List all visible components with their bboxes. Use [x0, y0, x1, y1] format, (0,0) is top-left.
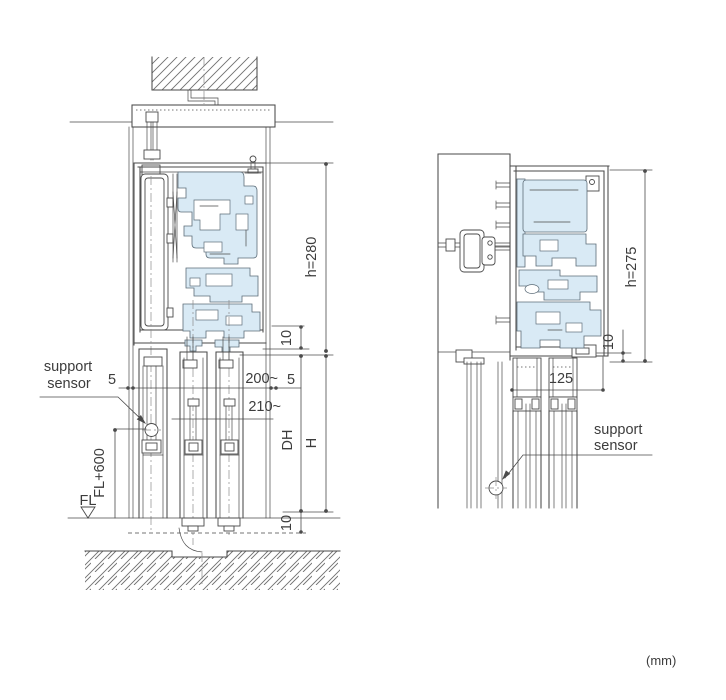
fixed-panel [138, 348, 168, 519]
mullion-connector [459, 229, 511, 273]
floor-hatch [85, 551, 340, 590]
dimensions-right: h=275 10 125 support sensor [485, 169, 653, 499]
dim-10-right-label: 10 [601, 334, 617, 350]
hanger-bolt [141, 111, 161, 176]
wiring-conduit [187, 89, 219, 106]
panel-rail-box-2 [548, 357, 578, 398]
wall-mullion [437, 153, 511, 509]
operator-housing-side [495, 165, 610, 358]
dim-fl600-label: FL+600 [92, 448, 108, 498]
sliding-panel-1 [179, 336, 208, 532]
left-vertical-section: support sensor FL+600 FL 5 200~ 5 210~ [39, 56, 341, 590]
mechanism-profiles [177, 171, 261, 353]
dim-200-label: 200~ [245, 371, 278, 387]
dim-10-top-label: 10 [279, 330, 295, 346]
door-panels-side [512, 357, 578, 509]
dim-h275-label: h=275 [624, 247, 640, 288]
floor-level-triangle [80, 506, 96, 519]
dim-10-bottom-label: 10 [279, 515, 295, 531]
header-box [69, 104, 334, 128]
leader-arrowhead [136, 415, 146, 424]
dim-dh-label: DH [280, 430, 296, 451]
panel-stile-2 [548, 403, 578, 509]
wall-screws [495, 180, 511, 325]
sensor-leader-line [39, 396, 145, 423]
dim-210-label: 210~ [248, 399, 281, 415]
top-screw [244, 155, 262, 174]
dim-5-left-label: 5 [108, 372, 116, 388]
sliding-panel-2 [215, 336, 244, 532]
ceiling-hatch [152, 57, 257, 90]
support-sensor-label-line2: sensor [47, 376, 91, 392]
door-panels [138, 176, 244, 545]
side-jambs [128, 126, 271, 519]
dimensions-left: support sensor FL+600 FL 5 200~ 5 210~ [39, 162, 334, 534]
panel-hanger-2 [548, 396, 578, 412]
dim-h280-label: h=280 [304, 237, 320, 278]
panel-hanger-1 [512, 396, 542, 412]
drive-belt [172, 173, 178, 263]
right-side-section: h=275 10 125 support sensor [437, 153, 653, 509]
ceiling-structure [151, 56, 258, 106]
panel-stile-1 [512, 403, 542, 509]
unit-note: (mm) [646, 653, 676, 668]
support-sensor-label-line1: support [44, 359, 92, 375]
door-operator-housing [133, 162, 267, 353]
sensor-leader-line-right [504, 454, 653, 479]
leader-arrowhead-right [502, 470, 511, 480]
dim-125-label: 125 [549, 371, 573, 387]
support-sensor-right-label-line1: support [594, 422, 642, 438]
support-sensor-right-label-line2: sensor [594, 438, 638, 454]
mechanism-profiles-side [516, 178, 602, 349]
floor-level-label: FL [80, 493, 97, 509]
panel-rail-box-1 [512, 357, 542, 398]
dim-5-right-label: 5 [287, 372, 295, 388]
floor-structure [67, 517, 341, 590]
dim-h-label: H [304, 438, 320, 448]
